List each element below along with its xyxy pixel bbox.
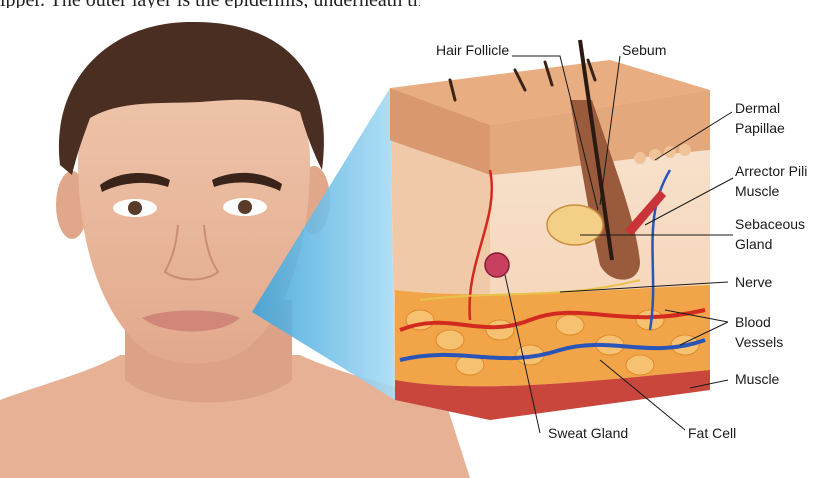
label-muscle: Muscle	[735, 371, 780, 387]
skin-cross-section	[390, 40, 710, 420]
sebaceous-gland-shape	[547, 205, 603, 245]
label-arrector-pili-line1: Arrector Pili	[735, 163, 807, 179]
left-iris	[128, 201, 142, 215]
label-sweat-gland: Sweat Gland	[548, 425, 628, 441]
label-sebaceous-line1: Sebaceous	[735, 216, 805, 232]
label-blood-vessels-line2: Vessels	[735, 334, 783, 350]
label-sebum: Sebum	[622, 42, 666, 58]
sweat-gland-shape	[485, 253, 509, 277]
label-dermal-papillae-line2: Papillae	[735, 120, 785, 136]
label-nerve: Nerve	[735, 274, 773, 290]
label-arrector-pili-line2: Muscle	[735, 183, 780, 199]
label-hair-follicle: Hair Follicle	[436, 42, 509, 58]
label-dermal-papillae-line1: Dermal	[735, 100, 780, 116]
label-fat-cell: Fat Cell	[688, 425, 736, 441]
right-iris	[238, 200, 252, 214]
label-sebaceous-line2: Gland	[735, 236, 772, 252]
label-blood-vessels-line1: Blood	[735, 314, 771, 330]
